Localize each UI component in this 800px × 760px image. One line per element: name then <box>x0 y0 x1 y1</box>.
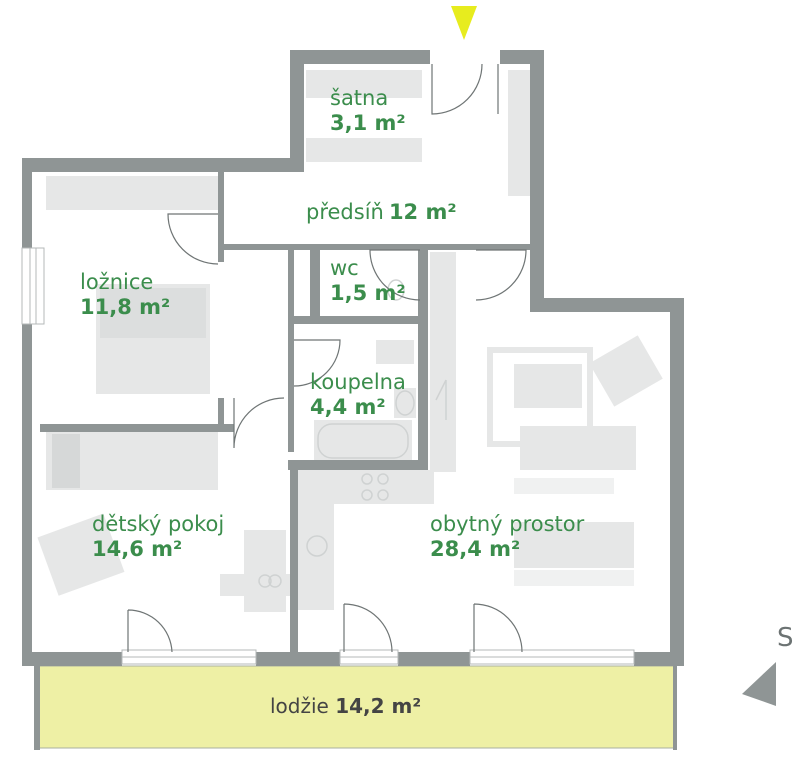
room-label-wc: wc 1,5 m² <box>330 258 406 304</box>
room-area: 28,4 m² <box>430 537 521 561</box>
room-label-detsky-pokoj: dětský pokoj 14,6 m² <box>92 514 224 560</box>
room-name: lodžie <box>270 694 329 718</box>
room-name: obytný prostor <box>430 512 585 536</box>
loggia-wall-right <box>673 662 677 750</box>
room-area: 3,1 m² <box>330 111 406 135</box>
loggia-area <box>37 665 675 749</box>
room-name: ložnice <box>80 270 154 294</box>
room-name: předsíň <box>306 200 384 224</box>
room-area: 12 m² <box>388 200 457 224</box>
windows <box>21 247 635 665</box>
entrance-marker <box>451 6 477 40</box>
room-label-satna: šatna 3,1 m² <box>330 88 406 134</box>
room-name: koupelna <box>310 370 406 394</box>
room-label-obytny-prostor: obytný prostor 28,4 m² <box>430 514 584 560</box>
room-label-loznice: ložnice 11,8 m² <box>80 272 170 318</box>
room-name: dětský pokoj <box>92 512 225 536</box>
room-area: 14,6 m² <box>92 537 183 561</box>
compass-label: S <box>777 623 794 653</box>
room-area: 11,8 m² <box>80 295 171 319</box>
doors <box>127 50 527 653</box>
room-label-lodzie: lodžie 14,2 m² <box>270 694 421 718</box>
room-label-koupelna: koupelna 4,4 m² <box>310 372 406 418</box>
room-name: šatna <box>330 86 389 110</box>
room-area: 1,5 m² <box>330 281 406 305</box>
loggia-wall-left <box>34 662 40 750</box>
room-area: 14,2 m² <box>335 694 422 718</box>
walls <box>22 50 684 666</box>
compass-arrow-icon <box>742 662 776 706</box>
room-name: wc <box>330 256 359 280</box>
fixtures <box>258 279 447 588</box>
room-label-predsin: předsíň 12 m² <box>306 202 457 223</box>
furniture <box>37 70 663 612</box>
room-area: 4,4 m² <box>310 395 386 419</box>
